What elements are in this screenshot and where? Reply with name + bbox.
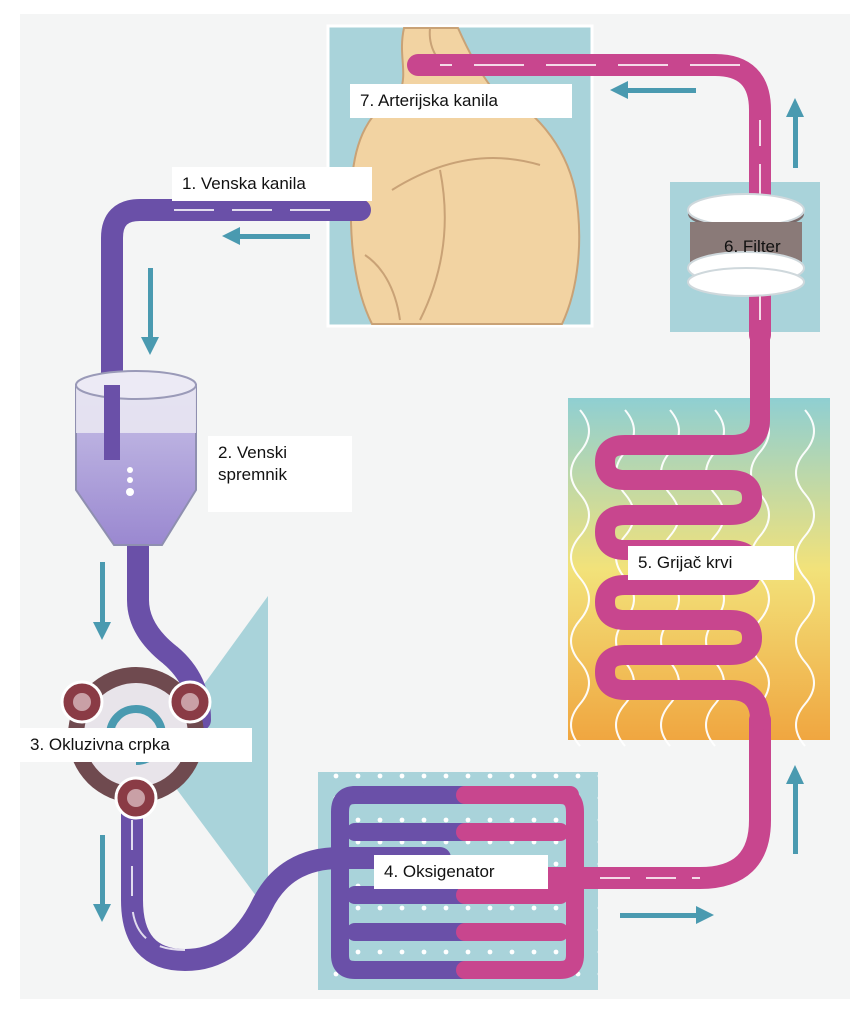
flow-arrow-left-top [222,227,310,245]
flow-arrow-right-bottom [620,906,714,924]
venous-reservoir [75,370,197,546]
flow-arrow-left-upper [610,81,696,99]
label-filter: 6. Filter [724,237,781,256]
oxygenator-coil [331,786,584,979]
flow-arrow-down-1 [141,268,159,355]
label-arterial-cannula: 7. Arterijska kanila [350,84,572,118]
label-oxygenator: 4. Oksigenator [374,855,548,889]
venous-tube-lower [121,779,451,972]
flow-arrow-down-3 [93,835,111,922]
label-venous-reservoir: 2. Venski spremnik [208,436,352,512]
arterial-tube-lower [459,709,771,889]
flow-arrow-down-2 [93,562,111,640]
filter-discs [687,193,805,297]
flow-arrow-up-1 [786,765,804,854]
label-blood-warmer: 5. Grijač krvi [628,546,794,580]
flow-arrow-up-2 [786,98,804,168]
label-venous-reservoir-line2: spremnik [218,465,287,484]
label-venous-reservoir-line1: 2. Venski [218,443,287,462]
flow-arrows [93,81,804,924]
venous-tube-upper [101,199,371,403]
label-occlusive-pump: 3. Okluzivna crpka [20,728,252,762]
label-venous-cannula: 1. Venska kanila [172,167,372,201]
